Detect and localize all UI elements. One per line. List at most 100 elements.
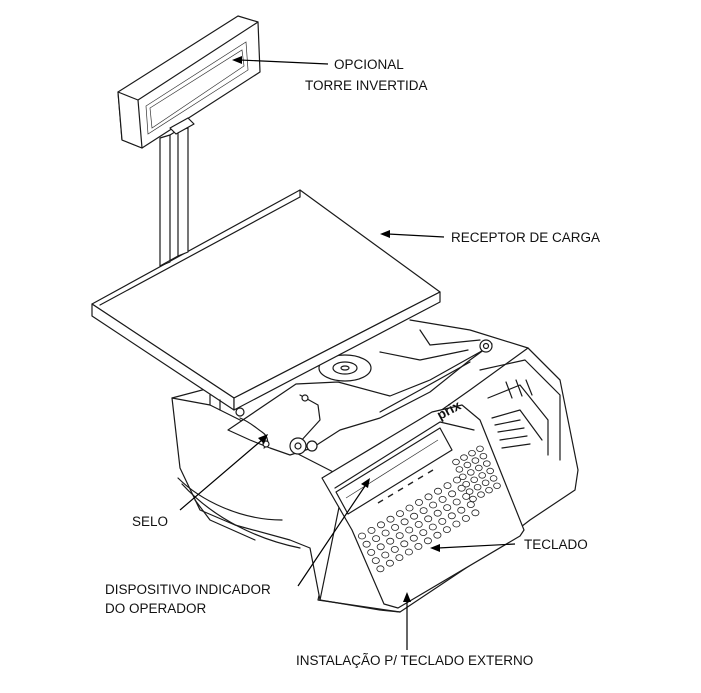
numeric-key	[468, 450, 476, 457]
keypad-key	[452, 476, 461, 484]
numeric-key	[465, 488, 474, 495]
display-segment	[407, 481, 414, 486]
label-operator-display-2: DO OPERADOR	[105, 601, 207, 616]
keypad-key	[376, 565, 385, 573]
keypad-key	[381, 551, 390, 559]
keypad-key	[466, 501, 475, 509]
leader-lines	[179, 56, 516, 650]
keypad-key	[414, 521, 423, 528]
keypad-key	[433, 509, 442, 517]
keypad-key	[376, 521, 385, 529]
keypad-key	[376, 543, 385, 551]
numeric-key	[458, 473, 467, 480]
keypad-key	[395, 532, 404, 539]
keypad-key	[447, 512, 456, 520]
keypad-key	[429, 501, 438, 509]
seal	[239, 417, 270, 449]
keypad-key	[395, 554, 404, 561]
numeric-key	[482, 460, 491, 467]
numeric-key	[486, 467, 495, 475]
keypad-key	[386, 515, 395, 523]
keypad-key	[462, 492, 471, 500]
keypad-key	[414, 498, 423, 506]
inverted-tower	[117, 15, 261, 267]
keypad-key	[405, 526, 414, 534]
keypad-key	[428, 523, 437, 531]
label-external-keyboard: INSTALAÇÃO P/ TECLADO EXTERNO	[296, 653, 533, 668]
numeric-key	[460, 454, 468, 461]
keypad-key	[471, 509, 480, 517]
keypad-key	[448, 490, 457, 498]
numeric-key	[477, 491, 485, 498]
load-receiver	[91, 189, 441, 411]
keypad-key	[400, 540, 409, 548]
numeric-key	[485, 487, 493, 494]
numeric-key	[469, 495, 477, 503]
keypad-key	[423, 537, 432, 545]
keypad-key	[391, 524, 400, 531]
keypad-key	[452, 520, 461, 528]
keypad-key	[405, 504, 414, 512]
numeric-key	[452, 458, 460, 466]
numeric-key	[466, 469, 475, 476]
numeric-key	[473, 484, 482, 491]
keypad-key	[438, 495, 447, 503]
numeric-key	[481, 479, 490, 486]
numeric-key	[471, 457, 480, 464]
keypad-key	[424, 493, 433, 501]
keypad-key	[442, 526, 451, 533]
numeric-key	[474, 464, 483, 472]
keypad-key	[457, 506, 466, 514]
keypad-key	[385, 559, 394, 567]
keyboard-panel: prix	[321, 398, 525, 609]
keypad-key	[409, 534, 418, 542]
keypad-key	[443, 482, 452, 490]
keypad-key	[386, 537, 395, 545]
keypad-key	[371, 557, 380, 564]
label-seal: SELO	[132, 514, 168, 529]
numeric-key	[470, 476, 479, 483]
keypad-key	[362, 540, 371, 548]
keypad	[357, 445, 501, 573]
keypad-key	[424, 515, 433, 523]
keypad-key	[419, 507, 428, 515]
display-segment	[387, 493, 394, 498]
label-operator-display-1: DISPOSITIVO INDICADOR	[105, 582, 271, 597]
keypad-key	[438, 518, 447, 525]
numeric-key	[479, 453, 488, 460]
keypad-key	[390, 546, 399, 553]
numeric-key	[463, 461, 472, 469]
numeric-key	[455, 466, 464, 473]
keypad-key	[367, 527, 376, 534]
keypad-key	[400, 518, 409, 526]
label-optional: OPCIONAL	[334, 57, 404, 72]
keypad-key	[433, 531, 442, 539]
keypad-key	[372, 535, 381, 542]
numeric-key	[489, 475, 498, 482]
support-spider	[227, 329, 493, 456]
keypad-key	[381, 529, 390, 537]
keypad-key	[395, 510, 404, 517]
keypad-key	[443, 504, 452, 512]
label-load-receiver: RECEPTOR DE CARGA	[451, 230, 600, 245]
label-keyboard: TECLADO	[524, 537, 588, 552]
keypad-key	[367, 549, 376, 556]
numeric-key	[478, 472, 487, 479]
keypad-key	[457, 484, 466, 492]
keypad-key	[461, 515, 470, 522]
label-inverted-tower: TORRE INVERTIDA	[305, 78, 428, 93]
keypad-key	[452, 498, 461, 506]
display-segment	[427, 469, 434, 474]
keypad-key	[357, 532, 366, 540]
numeric-key	[462, 481, 471, 488]
keypad-key	[419, 529, 428, 536]
keypad-key	[410, 512, 419, 520]
display-segment	[417, 475, 424, 480]
keypad-key	[404, 548, 413, 556]
display-segment	[397, 487, 404, 492]
keypad-key	[414, 543, 423, 550]
numeric-key	[493, 482, 501, 489]
keypad-key	[433, 487, 442, 495]
display-segment	[377, 499, 384, 504]
